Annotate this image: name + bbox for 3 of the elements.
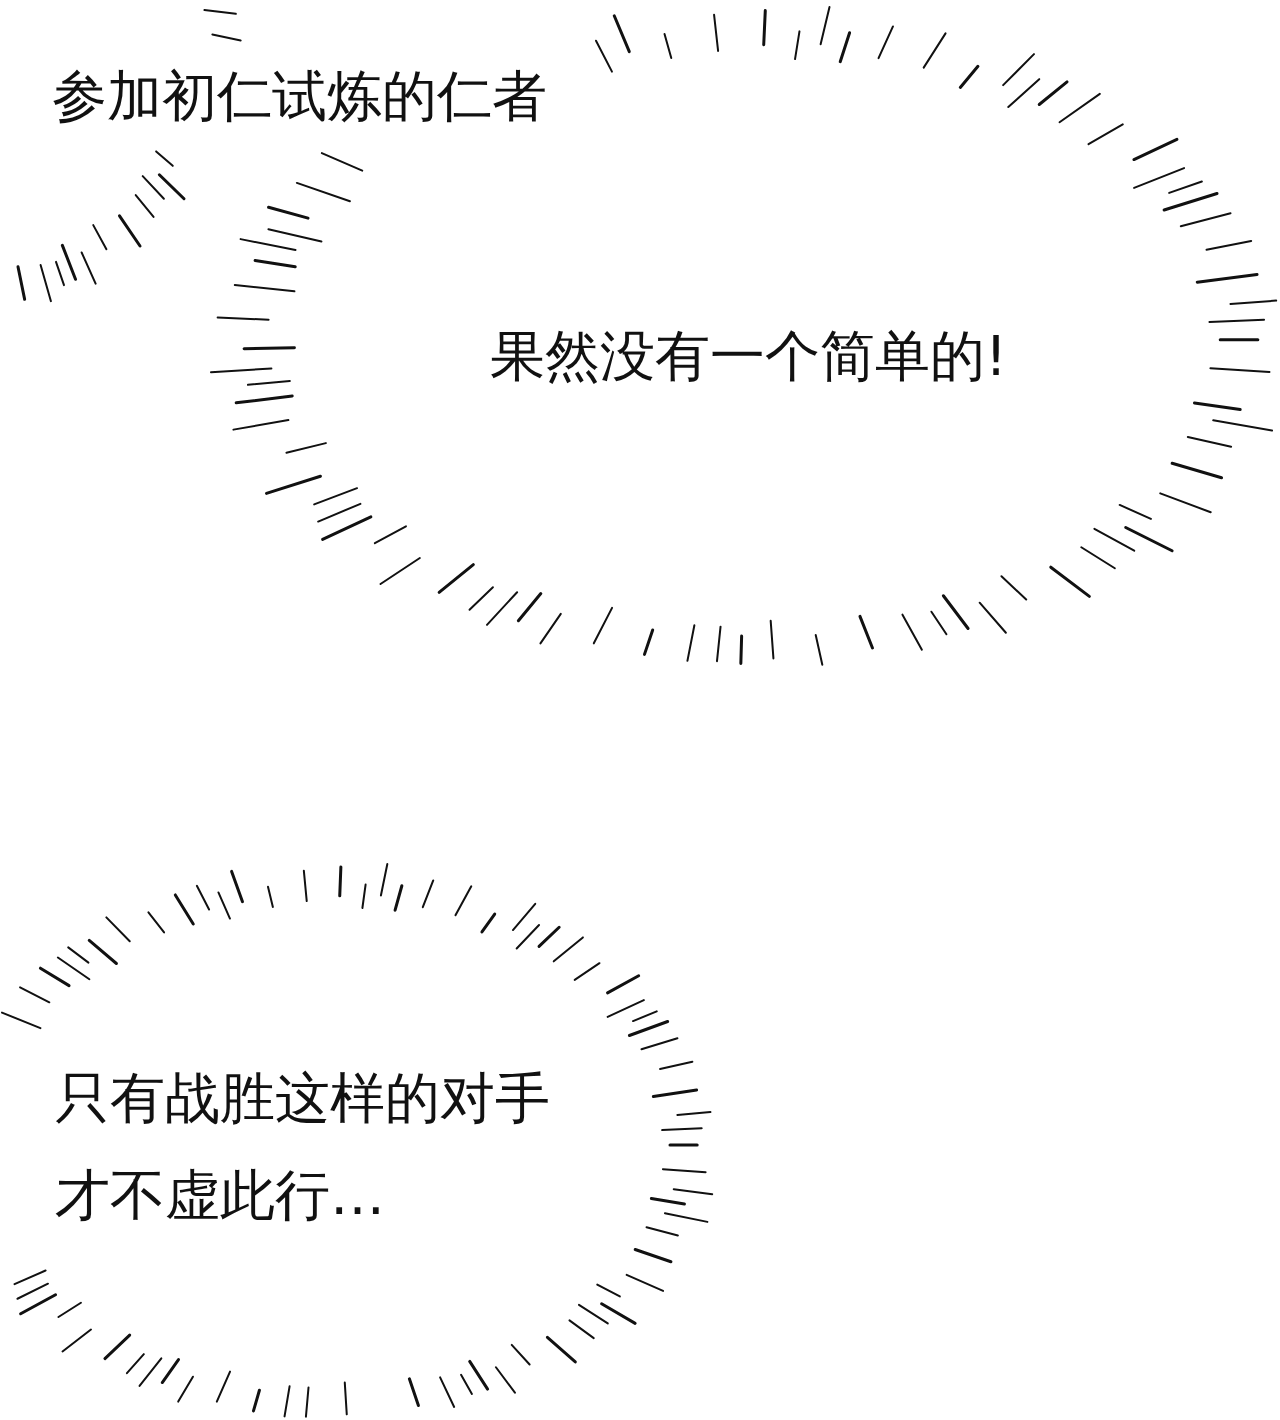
speech-text: 参加初仁试炼的仁者: [52, 63, 548, 130]
speech-text: 只有战胜这样的对手才不虚此行…: [55, 1065, 551, 1229]
speech-text: 果然没有一个简单的!: [490, 323, 1009, 390]
